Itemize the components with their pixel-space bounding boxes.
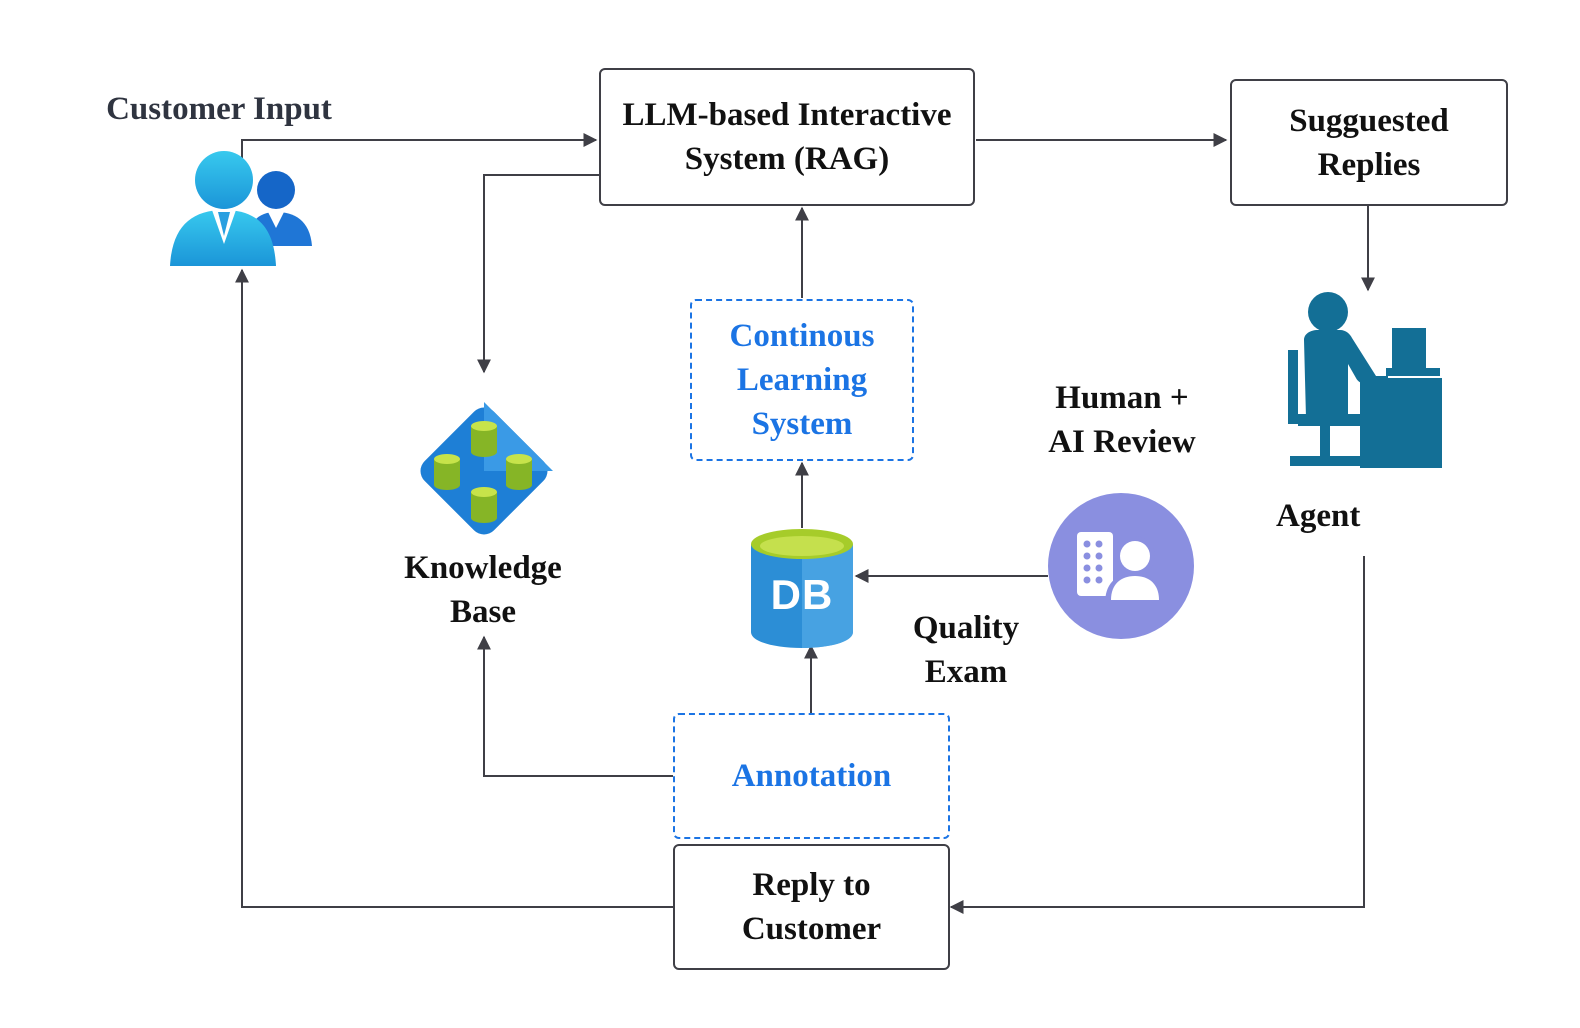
llm-system-box: LLM-based Interactive System (RAG) (599, 68, 975, 206)
annotation-label: Annotation (731, 758, 892, 794)
arrow-reply-to-customer (235, 268, 673, 908)
continuous-learning-box: Continous Learning System (690, 299, 914, 461)
reply-to-customer-label: Reply to Customer (741, 867, 882, 947)
continuous-learning-label: Continous Learning System (729, 318, 875, 442)
agent-label: Agent (1276, 498, 1361, 534)
customer-users-icon (170, 151, 312, 266)
suggested-replies-box: Sugguested Replies (1230, 79, 1508, 206)
annotation-box: Annotation (673, 713, 950, 839)
human-ai-review-icon (1048, 493, 1194, 639)
human-ai-review-label: Human + AI Review (1048, 380, 1196, 460)
reply-to-customer-box: Reply to Customer (673, 844, 950, 970)
customer-input-label: Customer Input (106, 91, 332, 127)
arrow-llm-to-knowledge (477, 174, 600, 374)
database-icon: DB (749, 528, 855, 648)
knowledge-base-label: Knowledge Base (404, 550, 562, 630)
arrow-agent-to-reply (949, 556, 1365, 914)
llm-system-label: LLM-based Interactive System (RAG) (622, 97, 952, 177)
knowledge-base-icon (420, 402, 553, 535)
arrow-annotation-to-knowledge (477, 635, 673, 777)
quality-exam-label: Quality Exam (912, 610, 1020, 690)
agent-at-computer-icon (1288, 292, 1442, 468)
arrow-customer-to-llm (241, 133, 598, 158)
suggested-replies-label: Sugguested Replies (1289, 102, 1449, 183)
database-icon-text: DB (770, 571, 834, 618)
